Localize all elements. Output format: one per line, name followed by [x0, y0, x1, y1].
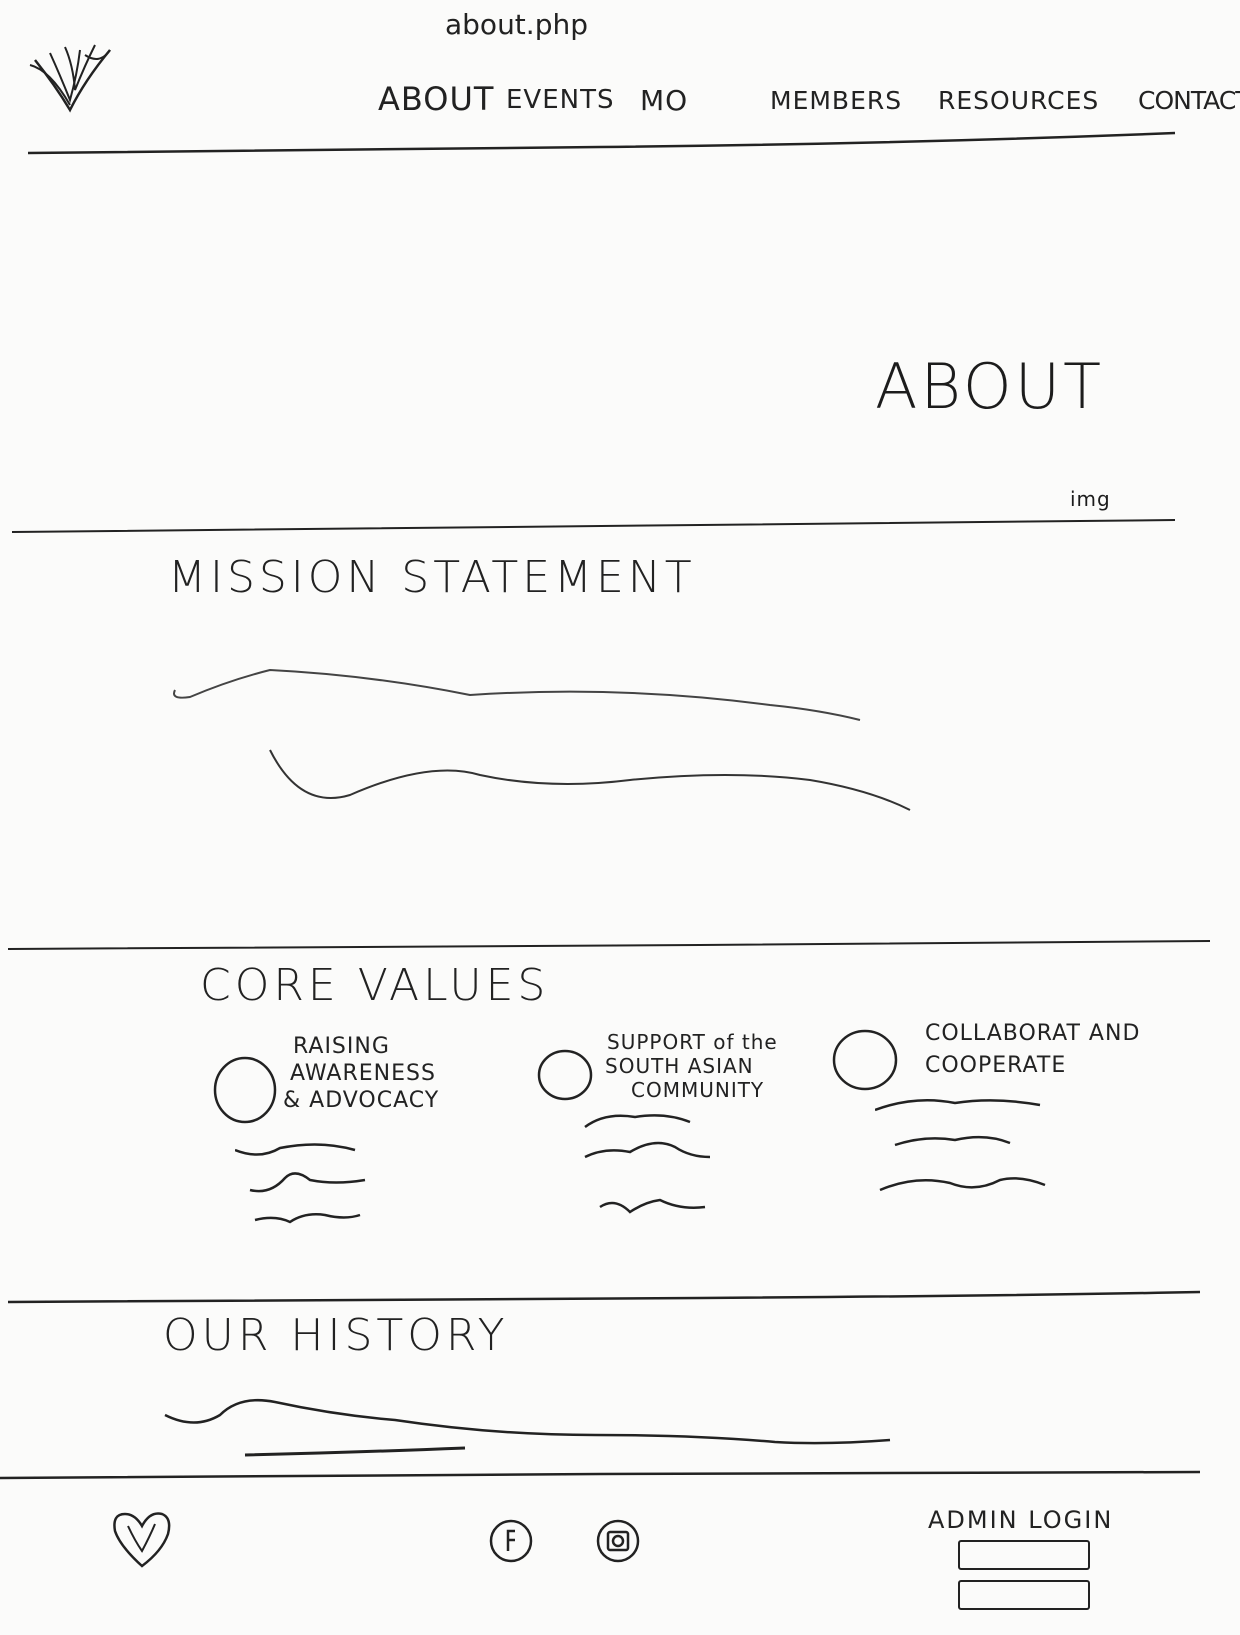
value-label-line: SUPPORT of the: [607, 1030, 778, 1054]
hero-title: ABOUT: [875, 350, 1104, 423]
history-text-placeholder: [164, 1398, 891, 1457]
core-value-item: COLLABORAT AND COOPERATE: [830, 1020, 1190, 1210]
logo-icon[interactable]: [25, 35, 120, 115]
value-circle-icon: [832, 1029, 898, 1091]
value-label-line: COLLABORAT AND: [925, 1021, 1141, 1046]
nav-item-members[interactable]: MEMBERS: [770, 86, 903, 115]
value-label-line: SOUTH ASIAN: [605, 1054, 754, 1078]
footer-logo-icon[interactable]: [110, 1506, 175, 1571]
nav-item-events[interactable]: EVENTS: [506, 85, 615, 115]
admin-login-label: ADMIN LOGIN: [928, 1506, 1114, 1534]
value-text-placeholder: [875, 1099, 1046, 1192]
mission-title: MISSION STATEMENT: [168, 552, 696, 603]
value-label-line: RAISING: [293, 1034, 390, 1059]
value-label-line: & ADVOCACY: [283, 1088, 440, 1113]
facebook-icon[interactable]: [488, 1518, 534, 1564]
core-value-item: SUPPORT of the SOUTH ASIAN COMMUNITY: [535, 1030, 825, 1220]
page-filename: about.php: [445, 8, 588, 41]
hero-image-placeholder: img: [1070, 487, 1111, 511]
admin-username-field[interactable]: [958, 1540, 1090, 1570]
value-circle-icon: [213, 1056, 277, 1124]
main-nav: ABOUT EVENTS MO MEMBERS RESOURCES CONTAC…: [378, 80, 1240, 124]
value-text-placeholder: [235, 1143, 366, 1224]
core-values-divider: [7, 1290, 1201, 1304]
nav-item-mo[interactable]: MO: [640, 84, 689, 117]
admin-password-field[interactable]: [958, 1580, 1090, 1610]
nav-item-about[interactable]: ABOUT: [378, 80, 495, 118]
value-label-line: COOPERATE: [925, 1053, 1067, 1078]
value-text-placeholder: [584, 1114, 711, 1214]
value-circle-icon: [537, 1049, 593, 1101]
value-label-line: AWARENESS: [290, 1061, 436, 1086]
core-value-item: RAISING AWARENESS & ADVOCACY: [205, 1035, 495, 1225]
hero-divider: [11, 519, 1176, 533]
nav-item-contact[interactable]: CONTACT: [1138, 86, 1240, 115]
value-label-line: COMMUNITY: [631, 1078, 765, 1102]
footer-divider: [0, 1470, 1201, 1480]
history-title: OUR HISTORY: [163, 1310, 509, 1361]
header-divider: [27, 131, 1176, 155]
mission-text-placeholder: [173, 668, 911, 811]
instagram-icon[interactable]: [595, 1518, 641, 1564]
nav-item-resources[interactable]: RESOURCES: [938, 86, 1100, 115]
core-values-title: CORE VALUES: [200, 960, 550, 1011]
mission-divider: [7, 940, 1211, 950]
